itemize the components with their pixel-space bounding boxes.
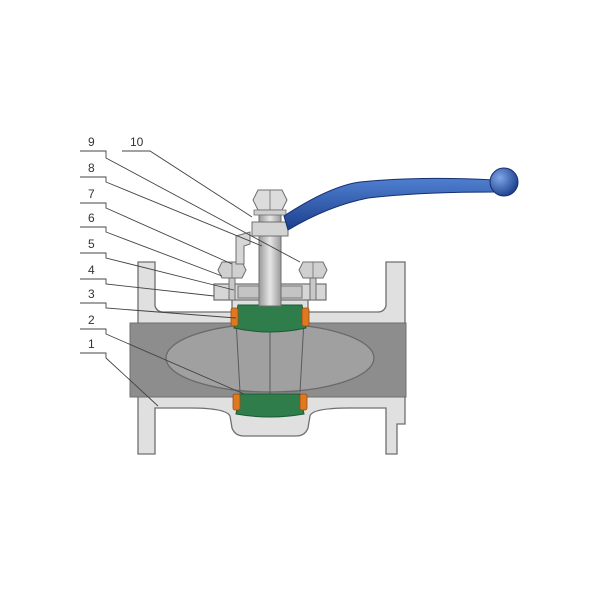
callout-6: 6 <box>88 211 95 225</box>
callout-8: 8 <box>88 161 95 175</box>
leader-line-2 <box>80 328 245 395</box>
lower-seal-left <box>232 393 241 411</box>
bolt-left <box>228 275 236 301</box>
lower-seal-right <box>299 393 308 411</box>
callout-9: 9 <box>88 135 95 149</box>
callout-2: 2 <box>88 313 95 327</box>
upper-seal-right <box>301 307 310 327</box>
callout-4: 4 <box>88 263 95 277</box>
leader-line-9 <box>80 150 301 263</box>
leader-line-1 <box>80 352 159 407</box>
lower-seat <box>235 393 305 418</box>
plug-edge-right <box>299 319 305 393</box>
leader-line-10 <box>122 150 253 218</box>
leader-line-6 <box>80 226 223 277</box>
callout-labels: 10 9 8 7 6 5 4 3 2 1 <box>88 135 144 351</box>
bolt-right <box>309 275 317 301</box>
top-washer <box>253 209 287 216</box>
callout-1: 1 <box>88 337 95 351</box>
handle-lever <box>283 177 495 231</box>
leader-lines <box>80 150 301 407</box>
leader-line-4 <box>80 278 215 297</box>
callout-7: 7 <box>88 187 95 201</box>
leader-line-8 <box>80 176 263 247</box>
handle-knob <box>489 167 519 197</box>
callout-10: 10 <box>130 135 144 149</box>
leader-line-3 <box>80 302 237 319</box>
stem-collar <box>251 221 289 237</box>
stop-bracket <box>235 231 251 265</box>
upper-seal-left <box>230 307 239 327</box>
upper-seat <box>233 304 307 333</box>
callout-3: 3 <box>88 287 95 301</box>
leader-line-5 <box>80 252 235 291</box>
leader-line-7 <box>80 202 233 265</box>
plug-edge-left <box>235 319 241 393</box>
callout-5: 5 <box>88 237 95 251</box>
